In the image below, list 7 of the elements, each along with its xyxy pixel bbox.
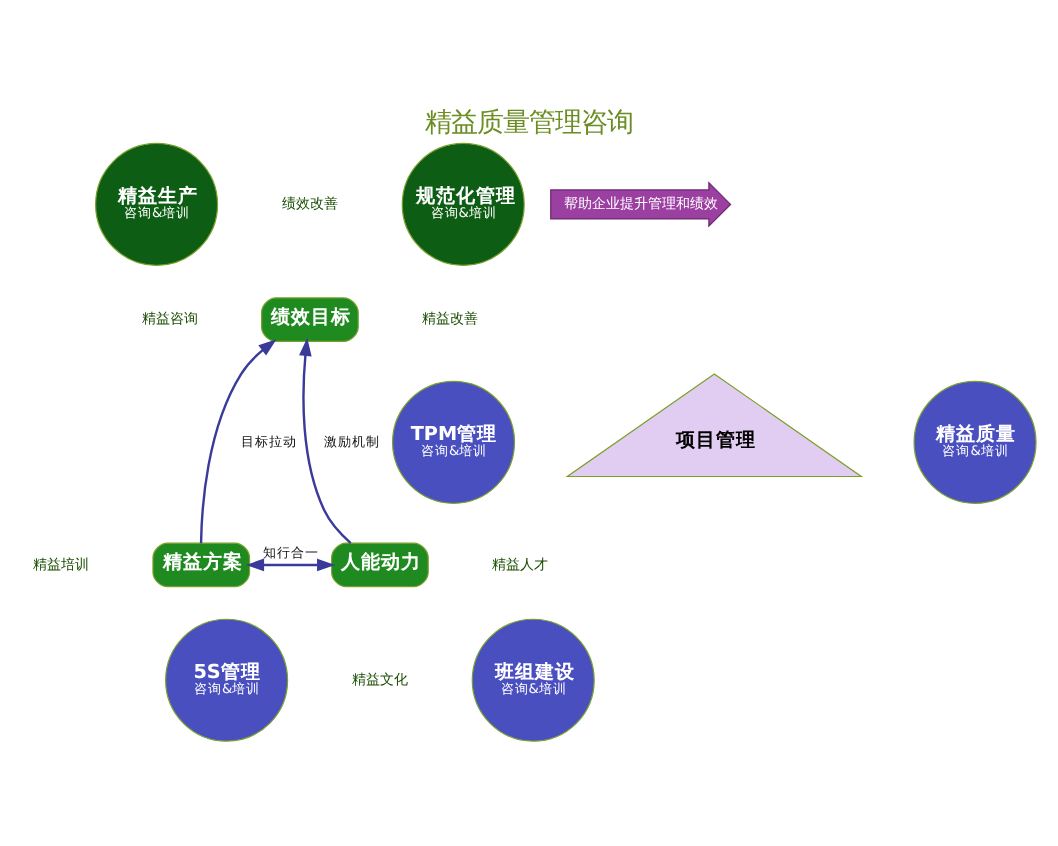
node-box: 精益方案 — [152, 542, 251, 588]
node-box: 绩效目标 — [261, 297, 359, 343]
arrow — [299, 337, 352, 544]
node-box: 人能动力 — [331, 542, 429, 588]
diagram-title: 精益质量管理咨询 — [425, 108, 633, 139]
arrow — [245, 558, 336, 572]
arrow — [199, 339, 277, 544]
